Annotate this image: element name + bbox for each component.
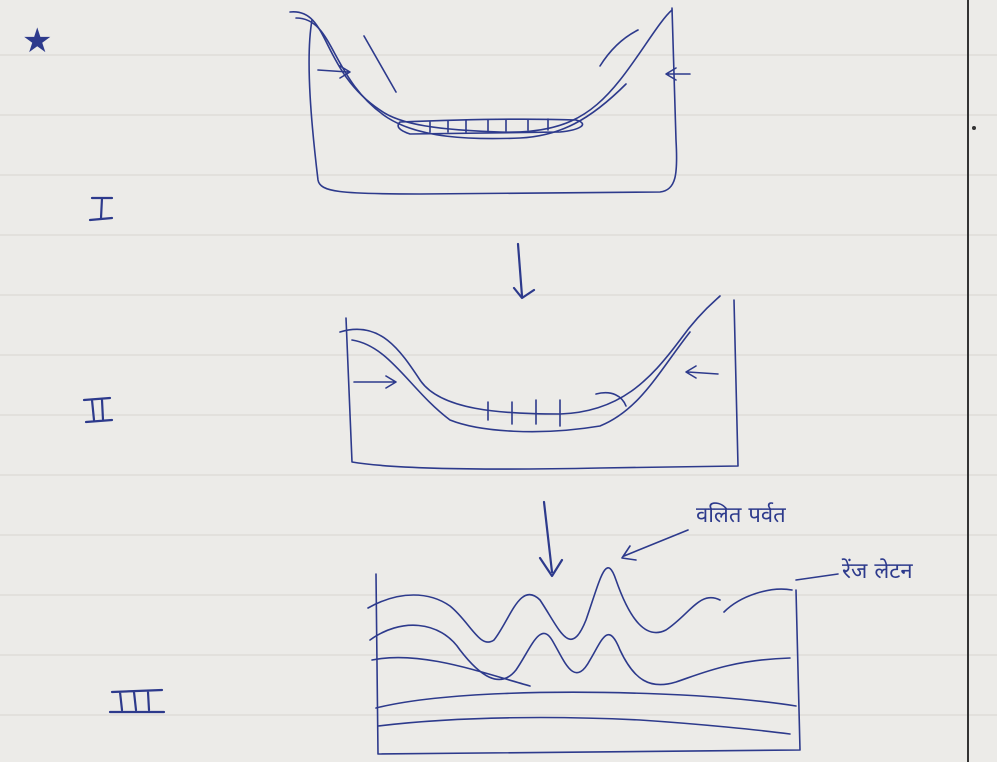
label-folded-mountain: वलित पर्वत	[696, 502, 786, 528]
stage-2-basin	[340, 296, 738, 469]
stage-numeral-2	[84, 398, 112, 422]
stage-numeral-3	[110, 690, 164, 712]
stage-3-folds	[368, 568, 800, 754]
ruled-lines	[0, 55, 997, 715]
stage-numeral-1	[90, 198, 112, 220]
annotation-arrow-fold-tip	[796, 574, 838, 580]
margin-dot	[972, 126, 976, 130]
star-icon: ★	[22, 21, 52, 61]
stage-1-basin	[290, 8, 690, 194]
arrow-1-to-2	[514, 244, 534, 298]
label-fold-tip: रेंज लेटन	[841, 558, 914, 584]
arrow-2-to-3	[540, 502, 562, 576]
